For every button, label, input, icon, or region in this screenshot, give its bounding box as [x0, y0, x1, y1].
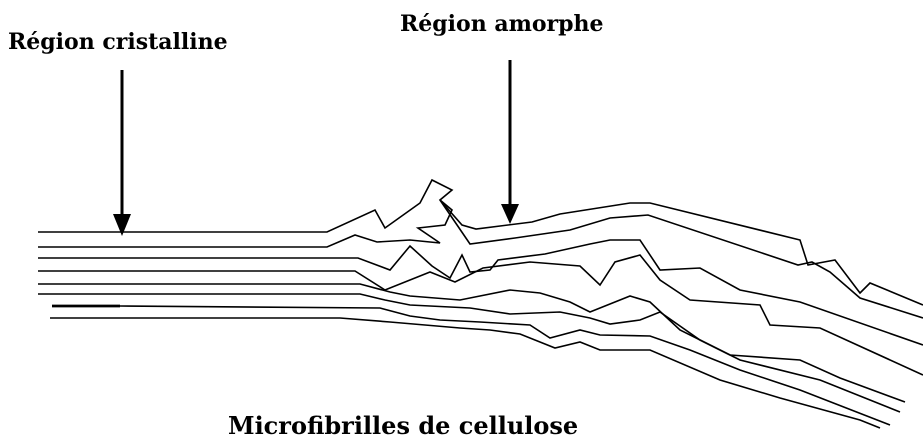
amorphous-arrowhead: [501, 204, 519, 224]
microfibril-strands: [38, 180, 923, 428]
fibril-strand-6: [38, 294, 900, 412]
fibril-strand-8: [50, 318, 880, 428]
fibril-strand-5: [38, 284, 905, 402]
fibril-strand-4: [38, 255, 923, 375]
fibril-strand-7-continued: [120, 306, 890, 425]
